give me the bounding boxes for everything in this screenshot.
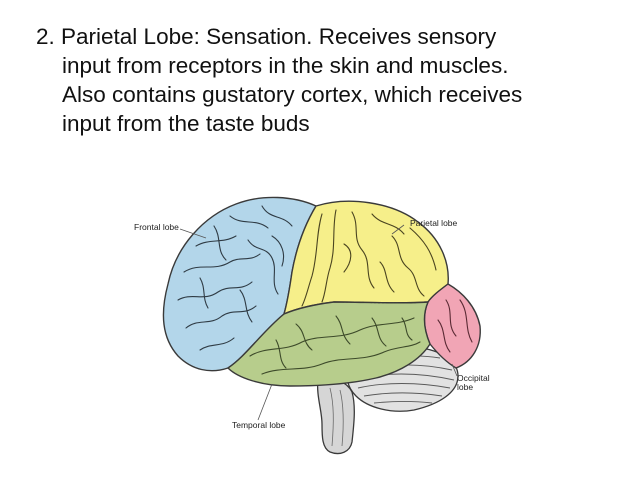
- parietal-gyri: [301, 209, 437, 307]
- occipital-gyri: [437, 299, 473, 353]
- temporal-lobe-label: Temporal lobe: [232, 420, 286, 430]
- occipital-lobe: [423, 283, 481, 369]
- frontal-lobe-label: Frontal lobe: [134, 222, 179, 232]
- frontal-leader: [179, 228, 207, 239]
- temporal-gyri: [249, 315, 421, 375]
- leader-lines: [179, 224, 458, 421]
- parietal-lobe-label: Parietal lobe: [410, 218, 458, 228]
- frontal-gyri: [177, 205, 293, 351]
- parietal-leader: [391, 224, 405, 235]
- temporal-leader: [257, 383, 273, 421]
- brainstem-lines: [329, 387, 344, 447]
- occipital-lobe-label-line2: lobe: [457, 382, 474, 392]
- title-line-3: Also contains gustatory cortex, which re…: [62, 82, 523, 107]
- title-line-2: input from receptors in the skin and mus…: [62, 53, 509, 78]
- title-line-4: input from the taste buds: [62, 111, 310, 136]
- title-line-1: 2. Parietal Lobe: Sensation. Receives se…: [36, 24, 497, 49]
- parietal-temporal-boundary: [333, 301, 429, 304]
- brainstem: [316, 376, 355, 455]
- occipital-leader: [451, 363, 458, 377]
- occipital-lobe-label-line1: Occipital: [457, 373, 490, 383]
- slide-title: 2. Parietal Lobe: Sensation. Receives se…: [36, 22, 616, 138]
